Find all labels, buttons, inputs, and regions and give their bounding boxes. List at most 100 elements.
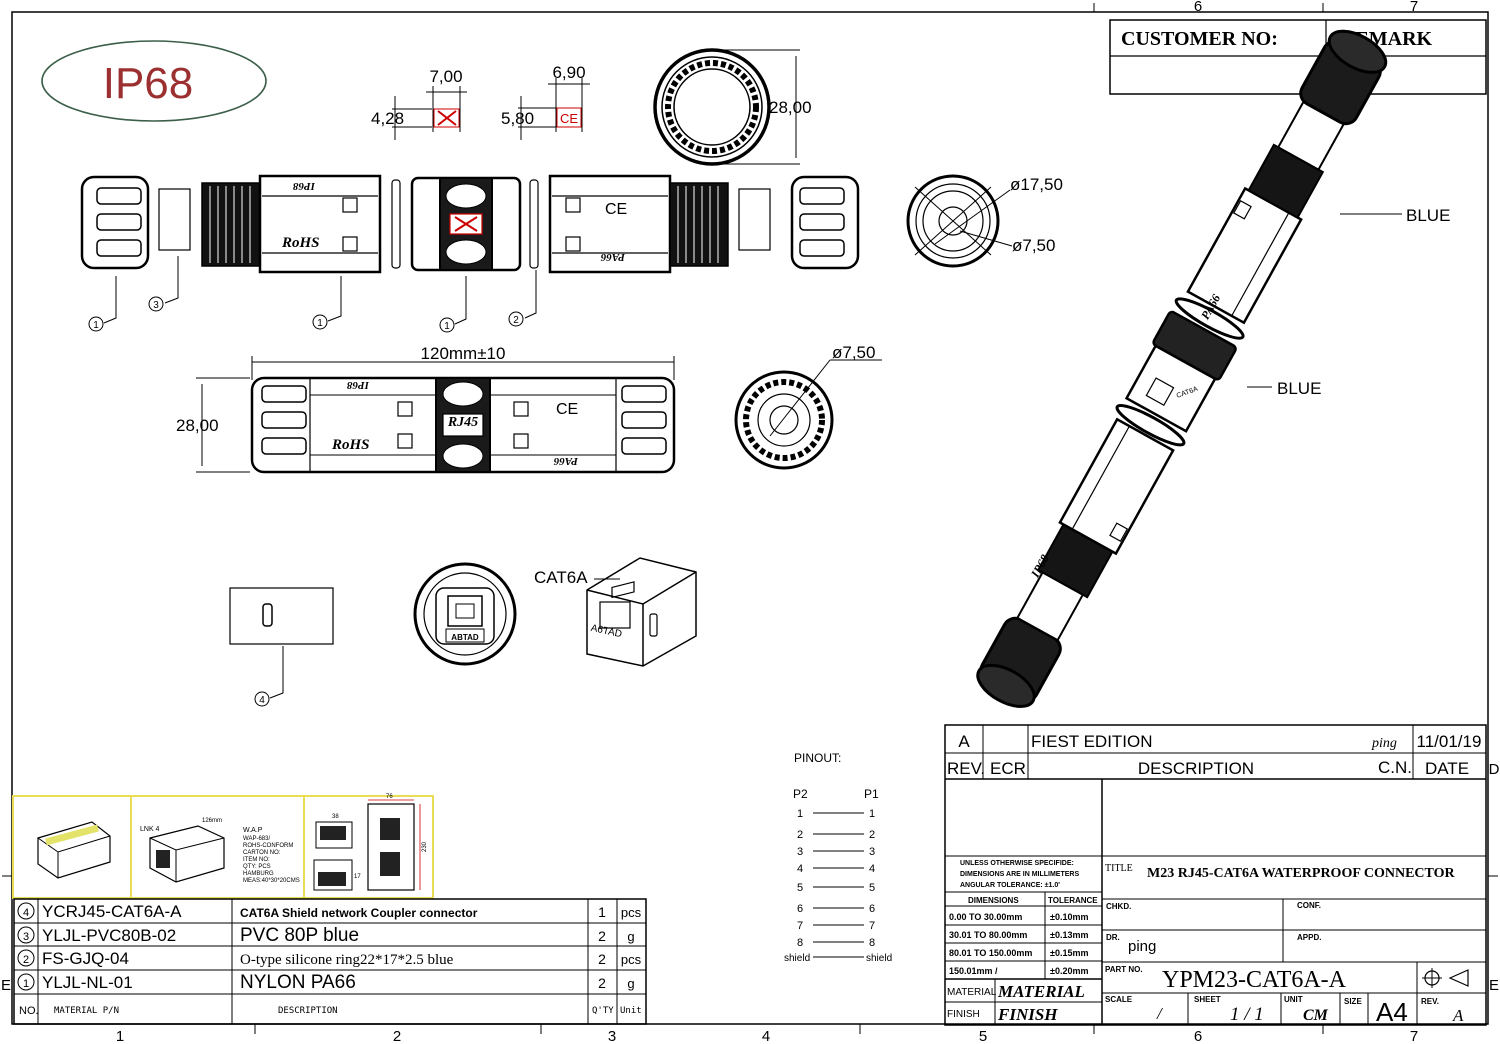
zone-bottom-5: 5 bbox=[979, 1028, 987, 1044]
tolerance-dim: 150.01mm / bbox=[949, 966, 998, 976]
assembled-side-view bbox=[196, 356, 676, 474]
bom-row-no: 1 bbox=[23, 978, 29, 990]
pin-p2-1: 1 bbox=[797, 808, 803, 820]
appd-label: APPD. bbox=[1297, 933, 1321, 942]
carton-line: WAP-683/ bbox=[243, 836, 270, 842]
sheet-label: SHEET bbox=[1194, 995, 1221, 1004]
conf-label: CONF. bbox=[1297, 901, 1321, 910]
material-value: MATERIAL bbox=[997, 982, 1085, 1001]
finish-label: FINISH bbox=[947, 1009, 980, 1020]
zone-bottom-7: 7 bbox=[1410, 1028, 1418, 1044]
rev-header-cn: C.N. bbox=[1378, 758, 1412, 777]
zone-left-e: E bbox=[1, 977, 11, 994]
bom-row-pn: YLJL-PVC80B-02 bbox=[42, 926, 176, 945]
mark-ip68-exploded: IP68 bbox=[293, 180, 317, 192]
bom-row-desc: NYLON PA66 bbox=[240, 972, 356, 993]
carton-line: ITEM NO: bbox=[243, 857, 270, 863]
bom-row-no: 2 bbox=[23, 954, 29, 966]
bom-row-pn: FS-GJQ-04 bbox=[42, 949, 129, 968]
pkg-dim-38: 38 bbox=[332, 814, 339, 820]
callout-4: 4 bbox=[259, 695, 265, 706]
unit-value: CM bbox=[1303, 1007, 1329, 1024]
drawing-frame bbox=[2, 3, 1498, 1034]
isometric-exploded-view bbox=[976, 29, 1388, 708]
mark-pa66-assembled: PA66 bbox=[553, 455, 578, 467]
coupler-front-view bbox=[413, 562, 517, 666]
dim-28-side: 28,00 bbox=[176, 416, 219, 435]
mark-rj45: RJ45 bbox=[447, 415, 478, 430]
carton-line: CARTON NO: bbox=[243, 850, 281, 856]
rev-header-rev: REV. bbox=[947, 759, 985, 778]
coupler-side-view bbox=[229, 587, 334, 645]
finish-value: FINISH bbox=[997, 1005, 1058, 1024]
dim-17-50: ø17,50 bbox=[1010, 175, 1063, 194]
callout-1-c: 1 bbox=[444, 321, 450, 332]
tolerance-note-line: DIMENSIONS ARE IN MILLIMETERS bbox=[960, 871, 1079, 878]
chkd-label: CHKD. bbox=[1106, 902, 1131, 911]
rev-header-date: DATE bbox=[1425, 759, 1469, 778]
pin-p2-3: 3 bbox=[797, 846, 803, 858]
bom-row-pn: YCRJ45-CAT6A-A bbox=[42, 902, 182, 921]
pin-p2-6: 6 bbox=[797, 903, 803, 915]
zone-bottom-2: 2 bbox=[393, 1028, 401, 1044]
callout-leaders bbox=[88, 256, 537, 707]
bom-row-unit: g bbox=[627, 929, 634, 944]
mark-rohs-assembled: RoHS bbox=[331, 437, 370, 453]
pinout-p2: P2 bbox=[793, 787, 808, 801]
module-label-iso: A6TAD bbox=[590, 623, 623, 640]
pinout-shield-right: shield bbox=[866, 953, 892, 964]
zone-right-d: D bbox=[1489, 761, 1500, 778]
bom-row-no: 3 bbox=[23, 931, 29, 943]
pin-p2-2: 2 bbox=[797, 829, 803, 841]
rohs-label-view bbox=[392, 86, 467, 140]
pin-p2-4: 4 bbox=[797, 863, 803, 875]
scale-value: / bbox=[1156, 1004, 1164, 1023]
pinout-p1: P1 bbox=[864, 787, 879, 801]
size-label: SIZE bbox=[1344, 997, 1362, 1006]
pkg-dim-17: 17 bbox=[354, 874, 361, 880]
end-view-gland bbox=[734, 359, 882, 470]
carton-line: HAMBURG bbox=[243, 871, 274, 877]
dim-5-80: 5,80 bbox=[501, 109, 534, 128]
customer-box: CUSTOMER NO: REMARK bbox=[1109, 19, 1487, 95]
rev-ecr-text: FIEST EDITION bbox=[1031, 732, 1153, 751]
iso-leaders bbox=[1247, 213, 1402, 388]
bom-header-pn: MATERIAL P/N bbox=[54, 1006, 119, 1016]
tolerance-notes: UNLESS OTHERWISE SPECIFIDE:DIMENSIONS AR… bbox=[960, 860, 1079, 889]
pkg-wap: W.A.P bbox=[243, 827, 263, 834]
mark-ip68-assembled: IP68 bbox=[347, 379, 371, 391]
rev-date: 11/01/19 bbox=[1417, 732, 1482, 751]
pin-p2-8: 8 bbox=[797, 937, 803, 949]
customer-no-label: CUSTOMER NO: bbox=[1121, 28, 1278, 50]
dim-4-28: 4,28 bbox=[371, 109, 404, 128]
pin-p2-7: 7 bbox=[797, 920, 803, 932]
rev-label: REV. bbox=[1421, 997, 1439, 1006]
mark-ce-assembled: CE bbox=[556, 401, 578, 418]
zone-right-e: E bbox=[1489, 977, 1499, 994]
pinout-shield-left: shield bbox=[784, 953, 810, 964]
drawing-title: M23 RJ45-CAT6A WATERPROOF CONNECTOR bbox=[1147, 866, 1456, 881]
module-label: ABTAD bbox=[451, 633, 479, 642]
blue-label-2: BLUE bbox=[1277, 379, 1321, 398]
dim-6-90: 6,90 bbox=[552, 63, 585, 82]
callout-1-a: 1 bbox=[93, 320, 99, 331]
bom-header-unit: Unit bbox=[620, 1006, 642, 1016]
zone-top-7: 7 bbox=[1410, 0, 1418, 15]
zone-bottom-3: 3 bbox=[608, 1028, 616, 1044]
tolerance-dim: 80.01 TO 150.00mm bbox=[949, 948, 1032, 958]
ce-mark-small: CE bbox=[560, 111, 578, 126]
rev-value: A bbox=[1452, 1006, 1464, 1025]
scale-label: SCALE bbox=[1105, 995, 1133, 1004]
dr-label: DR. bbox=[1106, 933, 1120, 942]
end-view-nut bbox=[653, 48, 800, 166]
dim-7-00: 7,00 bbox=[429, 67, 462, 86]
pin-p1-6: 6 bbox=[869, 903, 875, 915]
unit-label: UNIT bbox=[1284, 995, 1303, 1004]
tolerance-value: ±0.15mm bbox=[1050, 948, 1088, 958]
bom-row-no: 4 bbox=[23, 907, 29, 919]
pin-p1-3: 3 bbox=[869, 846, 875, 858]
callout-2: 2 bbox=[513, 315, 519, 326]
